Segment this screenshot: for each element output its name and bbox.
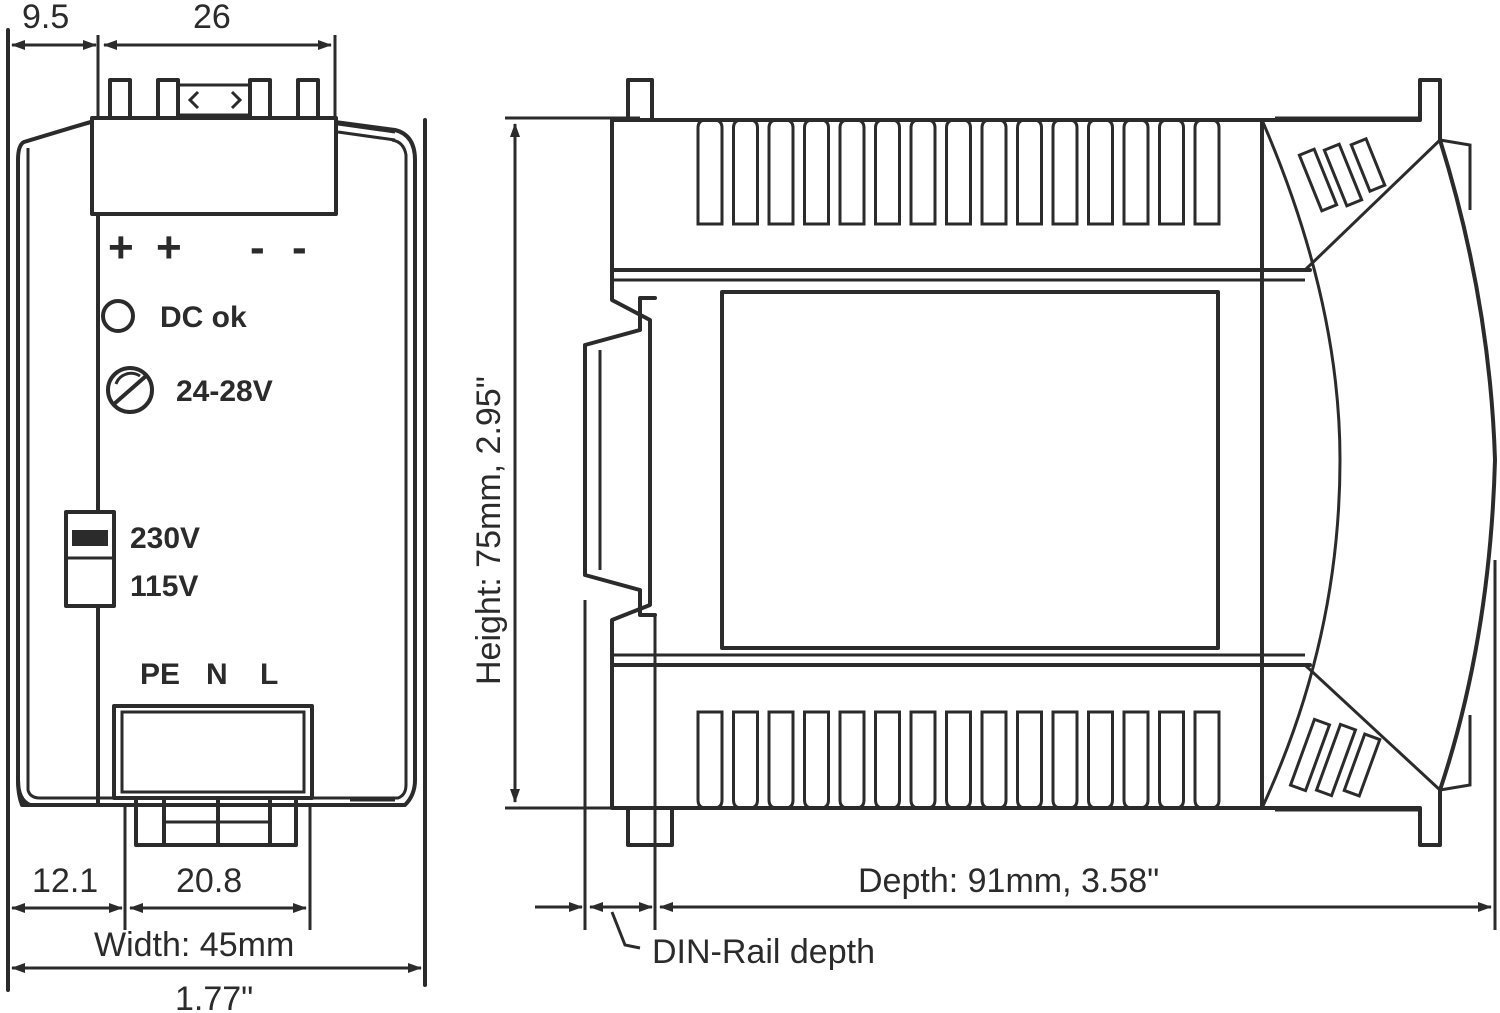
vent-slot <box>909 118 937 226</box>
output-terminal-block <box>90 78 396 216</box>
vent-slot <box>1087 710 1114 810</box>
vent-slot <box>1122 710 1150 810</box>
vent-slot <box>803 118 830 226</box>
side-view: Height: 75mm, 2.95" <box>470 78 1497 971</box>
vent-slot <box>696 118 724 226</box>
vent-slot <box>1087 118 1114 226</box>
vent-slot <box>1122 118 1150 226</box>
side-housing <box>610 118 1264 810</box>
potentiometer-icon <box>106 366 154 414</box>
bottom-vent-slots <box>696 710 1221 810</box>
front-housing <box>16 118 100 807</box>
dim-width: Width: 45mm <box>94 926 294 964</box>
voltage-adjust-label: 24-28V <box>176 375 273 408</box>
vent-slot <box>838 710 866 810</box>
vent-slot <box>1158 118 1185 226</box>
vent-slot <box>1016 710 1043 810</box>
switch-230v-label: 230V <box>130 522 200 555</box>
dim-top-left: 9.5 <box>22 0 69 36</box>
label-plate <box>720 290 1220 650</box>
dc-minus-label-1: - <box>250 223 265 272</box>
cover-vent-top <box>1297 136 1387 213</box>
dc-ok-label: DC ok <box>160 301 247 334</box>
vent-slot <box>732 118 759 226</box>
vent-slot <box>1016 118 1043 226</box>
vent-slot <box>767 118 795 226</box>
front-view: + + - - DC ok 24-28V 230V 115V PE N L <box>6 0 427 1013</box>
dc-plus-label-1: + <box>108 223 134 272</box>
dc-plus-label-2: + <box>156 223 182 272</box>
vent-slot <box>838 118 866 226</box>
vent-slot <box>874 118 901 226</box>
vent-slot <box>980 118 1008 226</box>
vent-slot <box>1051 710 1079 810</box>
vent-slot <box>1051 118 1079 226</box>
input-voltage-switch <box>64 510 116 608</box>
top-vent-slots <box>696 118 1221 226</box>
vent-slot <box>803 710 830 810</box>
cover-vent-bottom <box>1288 717 1382 798</box>
vent-slot <box>1193 710 1221 810</box>
pe-label: PE <box>140 658 180 691</box>
dim-bottom-left: 12.1 <box>32 862 98 900</box>
dim-depth: Depth: 91mm, 3.58" <box>858 862 1159 900</box>
dim-width-inches: 1.77" <box>175 980 253 1013</box>
input-terminal-block <box>112 704 395 847</box>
vent-slot <box>980 710 1008 810</box>
dc-ok-led-icon <box>101 299 135 333</box>
l-label: L <box>260 658 278 691</box>
dc-minus-label-2: - <box>292 223 307 272</box>
vent-slot <box>945 118 972 226</box>
vent-slot <box>945 710 972 810</box>
dim-bottom-terminal: 20.8 <box>176 862 242 900</box>
vent-slot <box>874 710 901 810</box>
n-label: N <box>206 658 228 691</box>
dim-top-terminal: 26 <box>193 0 231 36</box>
dim-height: Height: 75mm, 2.95" <box>470 376 508 685</box>
vent-slot <box>767 710 795 810</box>
vent-slot <box>1158 710 1185 810</box>
din-rail <box>583 296 657 617</box>
din-rail-depth-label: DIN-Rail depth <box>652 933 875 971</box>
front-cover <box>1260 78 1497 847</box>
vent-slot <box>909 710 937 810</box>
vent-slot <box>732 710 759 810</box>
vent-slot <box>696 710 724 810</box>
switch-115v-label: 115V <box>130 570 198 603</box>
vent-slot <box>1193 118 1221 226</box>
